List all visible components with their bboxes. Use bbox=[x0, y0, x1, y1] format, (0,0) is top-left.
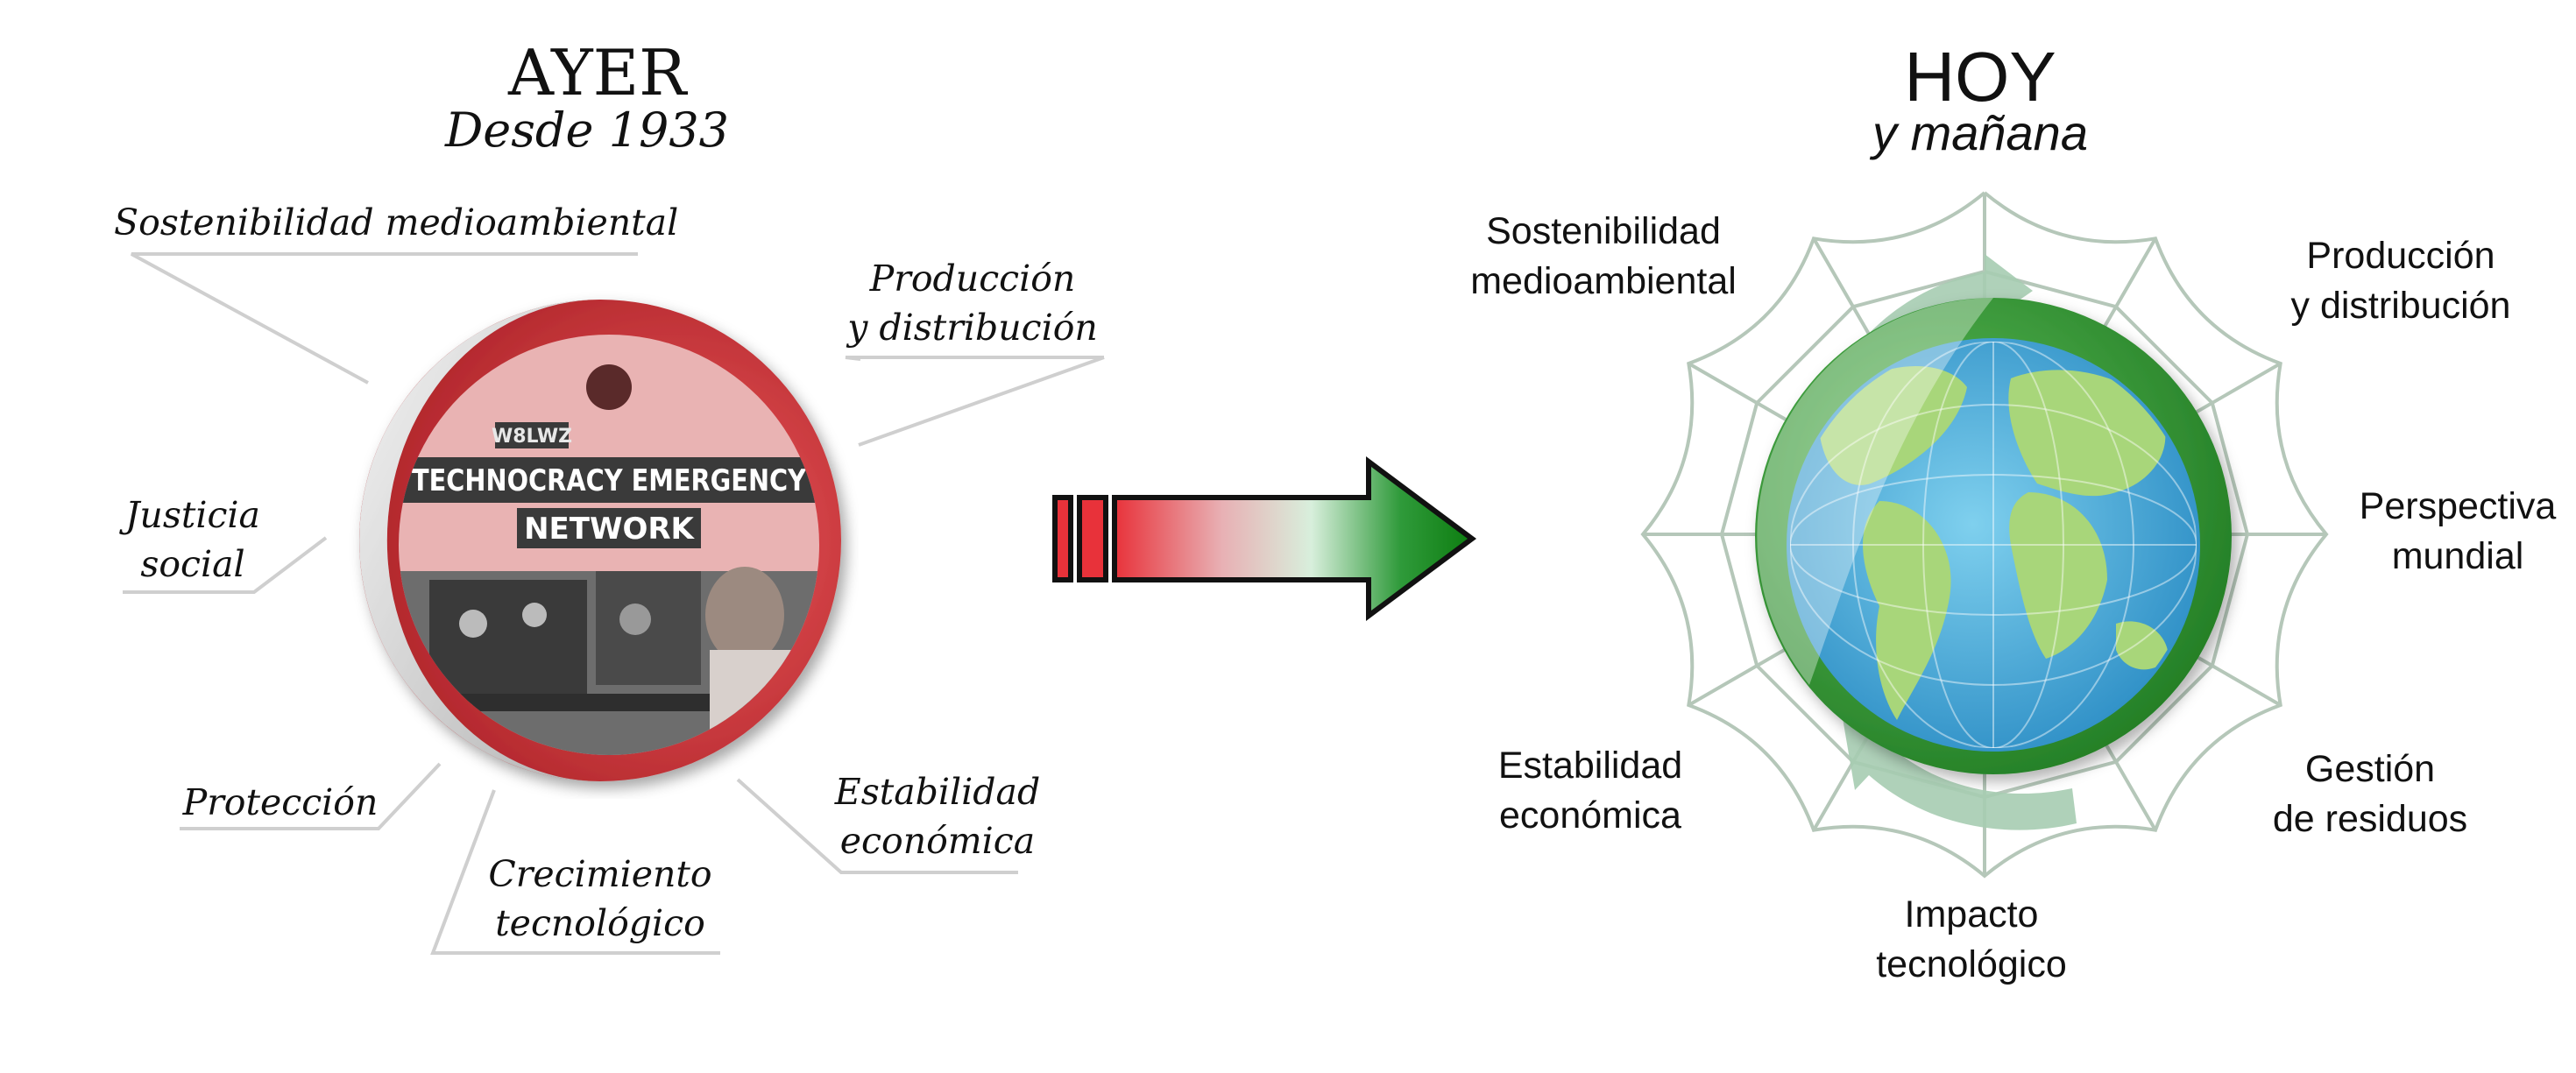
past-label-produccion: Producción y distribución bbox=[847, 258, 1098, 349]
past-photo-lens: W8LWZ TECHNOCRACY EMERGENCY NETWORK bbox=[359, 300, 841, 781]
photo-sign-top: W8LWZ bbox=[492, 426, 572, 448]
photo-sign-main: TECHNOCRACY EMERGENCY bbox=[412, 463, 806, 498]
future-title: HOY bbox=[1904, 38, 2056, 116]
past-title: AYER bbox=[508, 36, 687, 109]
past-connector-lines bbox=[123, 252, 1105, 955]
transition-arrow-icon bbox=[1052, 456, 1477, 621]
past-subtitle: Desde 1933 bbox=[444, 102, 730, 158]
future-label-estabilidad: Estabilidad económica bbox=[1497, 745, 1683, 837]
past-label-crecimiento: Crecimiento tecnológico bbox=[488, 853, 712, 944]
globe-icon bbox=[1755, 298, 2232, 774]
past-panel: AYER Desde 1933 bbox=[0, 0, 1139, 1073]
future-label-sostenibilidad: Sostenibilidad medioambiental bbox=[1470, 210, 1737, 302]
future-subtitle: y mañana bbox=[1872, 105, 2088, 160]
photo-sign-sub: NETWORK bbox=[524, 512, 695, 547]
past-label-sostenibilidad: Sostenibilidad medioambiental bbox=[114, 201, 679, 244]
past-label-justicia: Justicia social bbox=[125, 494, 260, 585]
future-label-gestion: Gestión de residuos bbox=[2272, 748, 2468, 840]
future-label-perspectiva: Perspectiva mundial bbox=[2359, 485, 2557, 577]
future-label-produccion: Producción y distribución bbox=[2290, 235, 2511, 327]
future-label-impacto: Impacto tecnológico bbox=[1876, 893, 2067, 985]
past-label-proteccion: Protección bbox=[182, 781, 379, 823]
past-label-estabilidad: Estabilidad económica bbox=[834, 771, 1041, 862]
future-panel: HOY y mañana bbox=[1437, 0, 2576, 1073]
